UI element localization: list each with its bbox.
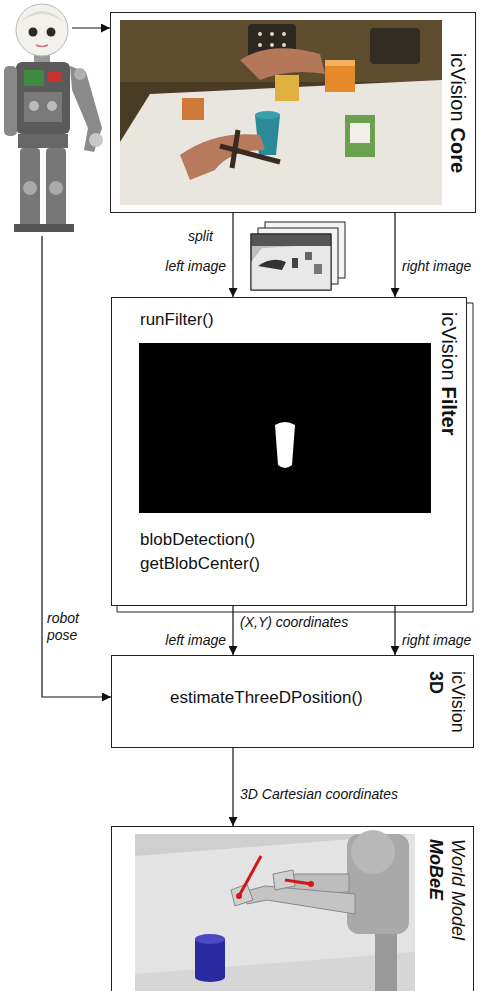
- module-box: World ModelMoBeE: [111, 826, 474, 991]
- title-part: World Model: [446, 839, 468, 940]
- edge-label: right image: [402, 258, 471, 275]
- title-part: icVision: [446, 53, 470, 122]
- module-title: World ModelMoBeE: [425, 839, 468, 940]
- title-part: MoBeE: [425, 839, 447, 940]
- image-stack: [251, 222, 345, 290]
- edge-label: left image: [165, 258, 226, 275]
- title-part: icVision: [446, 671, 468, 733]
- function-name: blobDetection(): [140, 530, 255, 550]
- camera-photo: [120, 20, 442, 205]
- annotation-label: split: [188, 228, 213, 245]
- function-name: getBlobCenter(): [140, 554, 260, 574]
- filter-output-image: [139, 343, 431, 513]
- function-name: runFilter(): [140, 310, 214, 330]
- title-part: icVision: [437, 312, 461, 381]
- connector-arrow: [394, 213, 395, 297]
- module-title: icVision3D: [425, 671, 468, 733]
- module-box: icVisionCore: [110, 12, 476, 213]
- annotation-label: (X,Y) coordinates: [240, 614, 348, 631]
- world-model-render: [135, 830, 415, 991]
- module-box: estimateThreeDPosition() icVision3D: [111, 655, 474, 748]
- connector-arrow: [394, 606, 395, 655]
- title-part: Filter: [437, 387, 461, 436]
- connector-arrow: [232, 606, 233, 655]
- edge-label: right image: [402, 632, 471, 649]
- module-title: icVisionCore: [446, 53, 470, 173]
- connector-arrow: [232, 213, 233, 297]
- filter-stack-outline: [117, 303, 473, 612]
- edge-label: 3D Cartesian coordinates: [240, 786, 398, 803]
- edge-label: left image: [165, 632, 226, 649]
- module-title: icVisionFilter: [437, 312, 461, 435]
- function-name: estimateThreeDPosition(): [170, 688, 363, 708]
- title-part: 3D: [425, 671, 447, 733]
- title-part: Core: [446, 127, 470, 173]
- robot-figure: [4, 4, 103, 232]
- connector-arrow: [232, 748, 233, 826]
- robot-pose-line: [42, 236, 111, 697]
- module-box: runFilter() blobDetection() getBlobCenter(…: [111, 297, 467, 606]
- camera-arrow: [72, 27, 110, 28]
- annotation-label: robot pose: [47, 610, 105, 644]
